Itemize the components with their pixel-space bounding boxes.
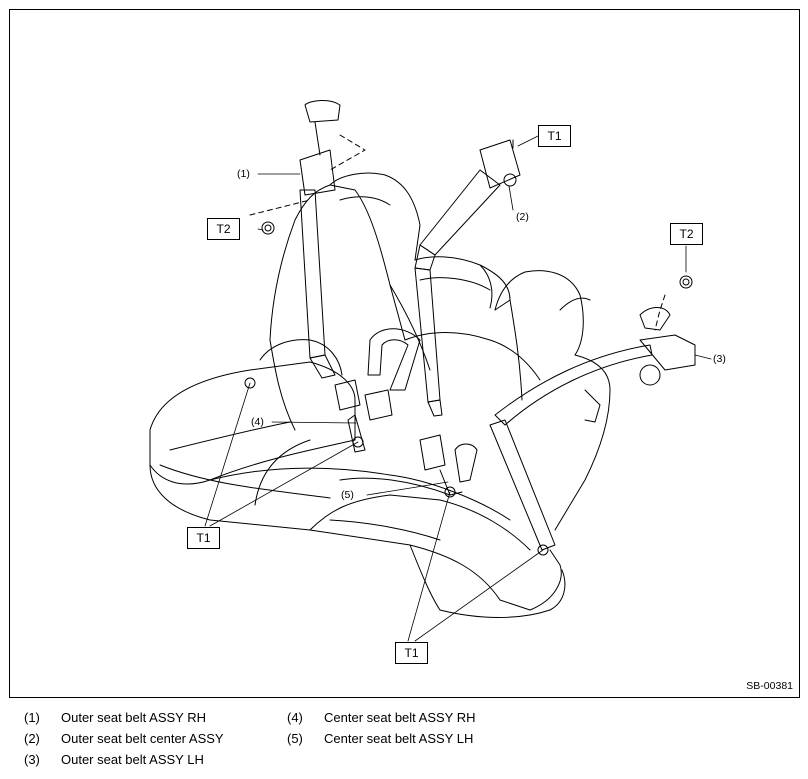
- legend-text: Center seat belt ASSY RH: [324, 710, 476, 725]
- legend-number: (3): [24, 752, 40, 767]
- figure-reference-code: SB-00381: [746, 680, 793, 692]
- seat-belt-illustration: [149, 100, 712, 642]
- legend-text: Outer seat belt center ASSY: [61, 731, 224, 746]
- callout-3: (3): [713, 353, 726, 365]
- legend-text: Center seat belt ASSY LH: [324, 731, 474, 746]
- legend-number: (2): [24, 731, 40, 746]
- legend-number: (4): [287, 710, 303, 725]
- seat-cushion: [149, 361, 566, 618]
- legend-text: Outer seat belt ASSY LH: [61, 752, 204, 767]
- legend-text: Outer seat belt ASSY RH: [61, 710, 206, 725]
- torque-label-t1-left: T1: [187, 527, 220, 549]
- callout-4: (4): [251, 416, 264, 428]
- torque-label-t2-right: T2: [670, 223, 703, 245]
- legend-number: (5): [287, 731, 303, 746]
- torque-label-t1-bottom: T1: [395, 642, 428, 664]
- legend-number: (1): [24, 710, 40, 725]
- torque-label-t1-top: T1: [538, 125, 571, 147]
- callout-2: (2): [516, 211, 529, 223]
- callout-5: (5): [341, 489, 354, 501]
- leader-lines: [204, 135, 712, 642]
- seat-belts: [244, 100, 696, 556]
- diagram-figure: T1 T2 T2 T1 T1 (1) (2) (3) (4) (5) SB-00…: [9, 9, 800, 698]
- torque-label-t2-left: T2: [207, 218, 240, 240]
- seat-back: [259, 172, 611, 531]
- callout-1: (1): [237, 168, 250, 180]
